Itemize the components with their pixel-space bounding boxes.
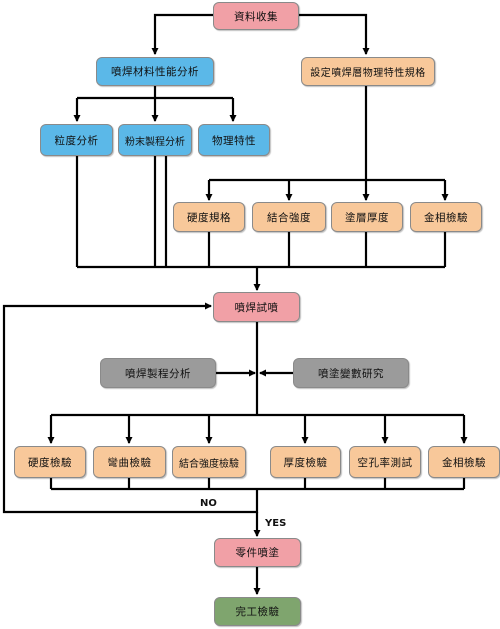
node-spray-trial: 噴焊試噴 (213, 292, 300, 322)
node-spray-material-analysis: 噴焊材料性能分析 (96, 57, 214, 86)
node-metallography-top: 金相檢驗 (410, 202, 482, 232)
node-coating-variable-study: 噴塗變數研究 (293, 358, 409, 388)
connector-collect-to-material (151, 13, 213, 55)
node-part-spraying: 零件噴塗 (214, 538, 301, 567)
node-powder-process-analysis: 粉末製程分析 (118, 124, 192, 156)
node-bond-strength-test: 結合強度檢驗 (172, 446, 246, 478)
connector-no-loop (2, 302, 259, 514)
node-hardness-spec: 硬度規格 (173, 202, 245, 232)
node-final-inspection: 完工檢驗 (214, 597, 301, 626)
node-coating-spec: 設定噴焊層物理特性規格 (301, 57, 435, 86)
node-porosity-test: 空孔率測試 (349, 446, 421, 478)
yes-label: YES (265, 518, 287, 529)
no-label: NO (200, 498, 217, 509)
node-hardness-test: 硬度檢驗 (14, 446, 86, 478)
node-particle-analysis: 粒度分析 (40, 124, 113, 156)
node-thickness-test: 厚度檢驗 (270, 446, 341, 478)
node-data-collection: 資料收集 (213, 2, 299, 30)
node-physical-properties: 物理特性 (198, 124, 270, 156)
node-spray-process-analysis: 噴焊製程分析 (100, 358, 216, 388)
connector-collect-to-spec (299, 13, 370, 55)
node-metallography-bottom: 金相檢驗 (428, 446, 500, 478)
node-coating-thickness: 塗層厚度 (331, 202, 403, 232)
node-bending-test: 彎曲檢驗 (93, 446, 166, 478)
node-bond-strength: 結合強度 (252, 202, 326, 232)
